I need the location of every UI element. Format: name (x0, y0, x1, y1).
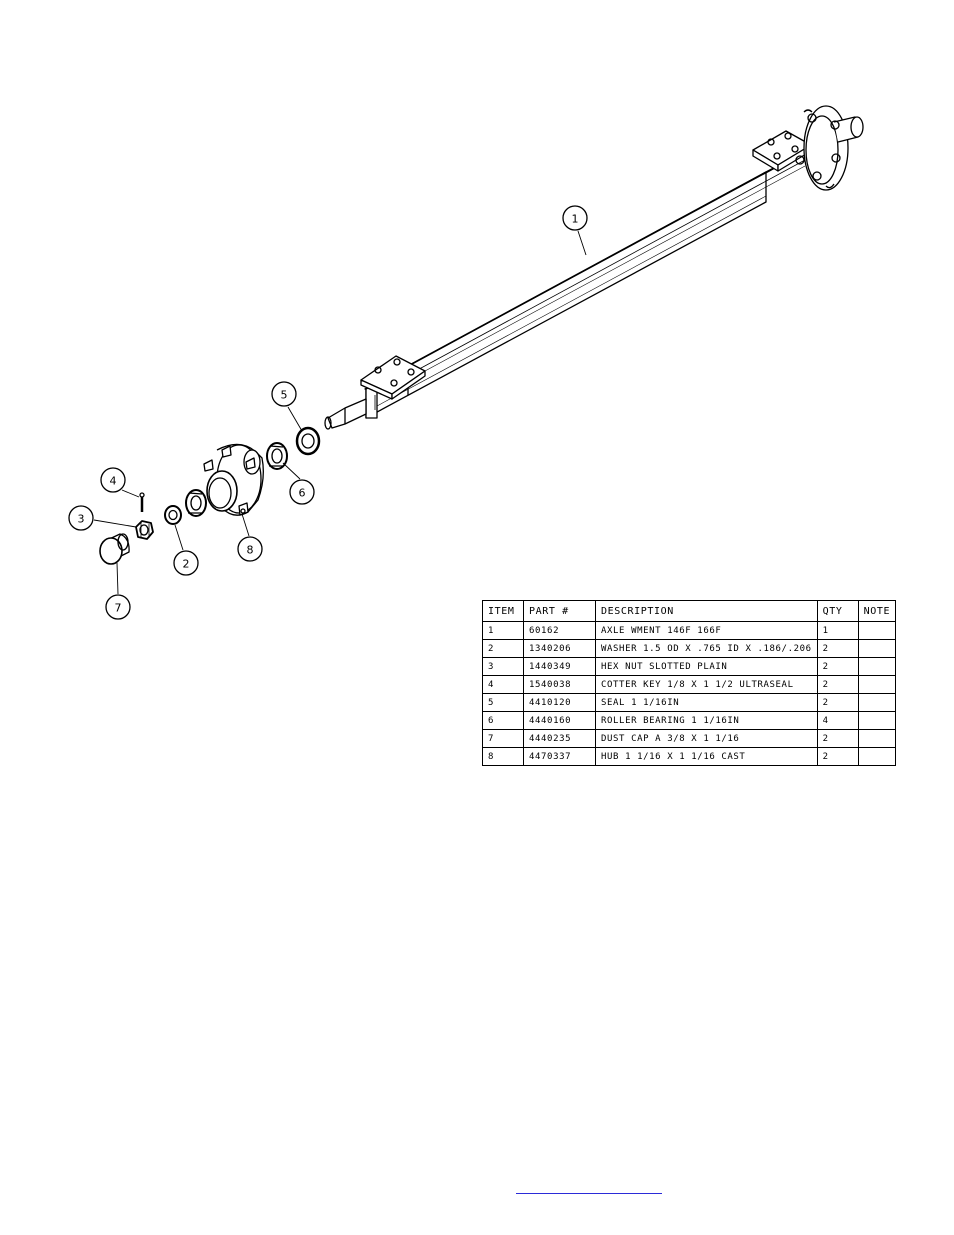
bom-header-description: DESCRIPTION (595, 600, 818, 622)
bom-cell-description: HEX NUT SLOTTED PLAIN (595, 657, 818, 676)
balloon-7: 7 (105, 594, 131, 620)
hub-part (203, 443, 264, 516)
bom-row: 8 4470337 HUB 1 1/16 X 1 1/16 CAST 2 (482, 747, 897, 766)
svg-text:1: 1 (572, 213, 579, 226)
bom-row: 6 4440160 ROLLER BEARING 1 1/16IN 4 (482, 711, 897, 730)
bom-cell-note (857, 747, 897, 766)
bom-header-item: ITEM (482, 600, 524, 622)
bom-cell-item: 3 (482, 657, 524, 676)
svg-text:8: 8 (247, 544, 254, 557)
balloon-5: 5 (271, 381, 297, 407)
svg-text:3: 3 (78, 513, 85, 526)
bom-cell-description: HUB 1 1/16 X 1 1/16 CAST (595, 747, 818, 766)
svg-text:4: 4 (110, 475, 117, 488)
bom-cell-part: 1540038 (523, 675, 596, 694)
bom-cell-qty: 2 (816, 657, 859, 676)
roller-bearing-inner (266, 442, 288, 470)
bom-cell-note (857, 675, 897, 694)
bom-row: 2 1340206 WASHER 1.5 OD X .765 ID X .186… (482, 639, 897, 658)
bom-cell-item: 7 (482, 729, 524, 748)
balloon-4: 4 (100, 467, 126, 493)
bom-header-row: ITEM PART # DESCRIPTION QTY NOTE (482, 600, 897, 622)
bom-cell-qty: 2 (816, 639, 859, 658)
cotter-key-part (139, 492, 145, 512)
right-hub-assembly (795, 105, 864, 191)
balloon-2: 2 (173, 550, 199, 576)
bom-row: 4 1540038 COTTER KEY 1/8 X 1 1/2 ULTRASE… (482, 675, 897, 694)
bom-cell-note (857, 639, 897, 658)
bom-cell-qty: 1 (816, 621, 859, 640)
bom-cell-item: 2 (482, 639, 524, 658)
hex-nut-part (135, 520, 154, 540)
footer-link[interactable] (516, 1180, 662, 1194)
bill-of-materials-table: ITEM PART # DESCRIPTION QTY NOTE 1 60162… (482, 600, 897, 766)
bom-cell-item: 6 (482, 711, 524, 730)
balloon-3: 3 (68, 505, 94, 531)
bom-cell-qty: 2 (816, 693, 859, 712)
bom-row: 3 1440349 HEX NUT SLOTTED PLAIN 2 (482, 657, 897, 676)
bom-cell-description: ROLLER BEARING 1 1/16IN (595, 711, 818, 730)
bom-cell-part: 60162 (523, 621, 596, 640)
balloon-1: 1 (562, 205, 588, 231)
bom-cell-description: AXLE WMENT 146F 166F (595, 621, 818, 640)
svg-text:7: 7 (115, 602, 122, 615)
bom-cell-description: WASHER 1.5 OD X .765 ID X .186/.206 (595, 639, 818, 658)
svg-text:6: 6 (299, 487, 306, 500)
bom-cell-note (857, 693, 897, 712)
balloon-8: 8 (237, 536, 263, 562)
roller-bearing-outer (185, 489, 207, 517)
seal-part (295, 426, 321, 456)
bom-cell-description: DUST CAP A 3/8 X 1 1/16 (595, 729, 818, 748)
spring-seat-right (752, 130, 812, 172)
bom-cell-note (857, 621, 897, 640)
bom-cell-description: COTTER KEY 1/8 X 1 1/2 ULTRASEAL (595, 675, 818, 694)
bom-cell-qty: 2 (816, 747, 859, 766)
bom-cell-note (857, 729, 897, 748)
spring-seat-left (360, 355, 426, 400)
bom-row: 7 4440235 DUST CAP A 3/8 X 1 1/16 2 (482, 729, 897, 748)
bom-cell-item: 1 (482, 621, 524, 640)
left-spindle (324, 395, 376, 430)
bom-cell-note (857, 711, 897, 730)
bom-cell-part: 4470337 (523, 747, 596, 766)
washer-part (164, 505, 182, 525)
bom-header-part: PART # (523, 600, 596, 622)
bom-cell-item: 8 (482, 747, 524, 766)
bom-row: 5 4410120 SEAL 1 1/16IN 2 (482, 693, 897, 712)
svg-text:2: 2 (183, 558, 190, 571)
bom-cell-description: SEAL 1 1/16IN (595, 693, 818, 712)
bom-cell-part: 1340206 (523, 639, 596, 658)
axle-tube (364, 149, 809, 419)
leader-lines (93, 230, 587, 595)
bom-header-note: NOTE (857, 600, 897, 622)
bom-cell-note (857, 657, 897, 676)
bom-cell-qty: 4 (816, 711, 859, 730)
bom-cell-item: 4 (482, 675, 524, 694)
bom-cell-part: 4410120 (523, 693, 596, 712)
svg-text:5: 5 (281, 389, 288, 402)
balloon-6: 6 (289, 479, 315, 505)
bom-row: 1 60162 AXLE WMENT 146F 166F 1 (482, 621, 897, 640)
dust-cap-part (99, 533, 130, 565)
bom-cell-qty: 2 (816, 675, 859, 694)
bom-header-qty: QTY (816, 600, 859, 622)
bom-cell-part: 1440349 (523, 657, 596, 676)
bom-cell-part: 4440160 (523, 711, 596, 730)
bom-cell-item: 5 (482, 693, 524, 712)
bom-cell-qty: 2 (816, 729, 859, 748)
bom-cell-part: 4440235 (523, 729, 596, 748)
